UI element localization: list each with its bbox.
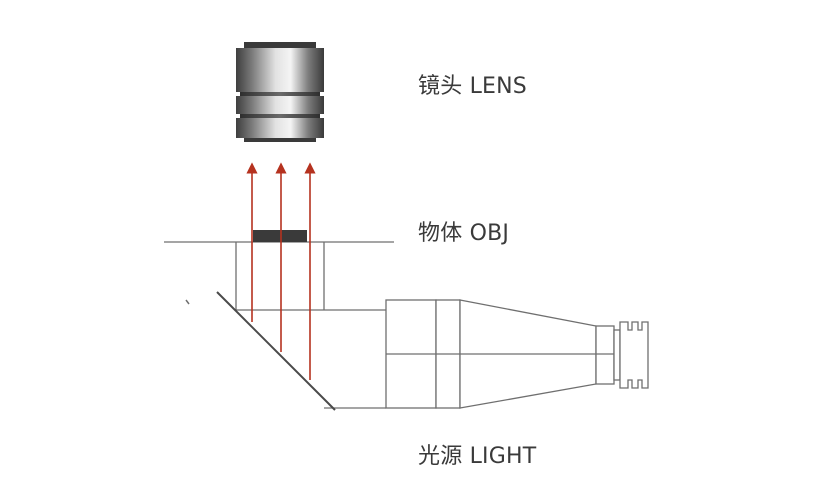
object-block: [253, 230, 307, 242]
object-label: 物体 OBJ: [418, 221, 510, 246]
beam-splitter-mirror: [185, 291, 336, 411]
coaxial-light-source-icon: [385, 299, 649, 409]
light-housing: [235, 242, 386, 409]
lens-label: 镜头 LENS: [418, 74, 527, 99]
light-rays: [246, 162, 316, 380]
light-source-label: 光源 LIGHT: [418, 444, 537, 469]
camera-lens-icon: [236, 42, 324, 142]
